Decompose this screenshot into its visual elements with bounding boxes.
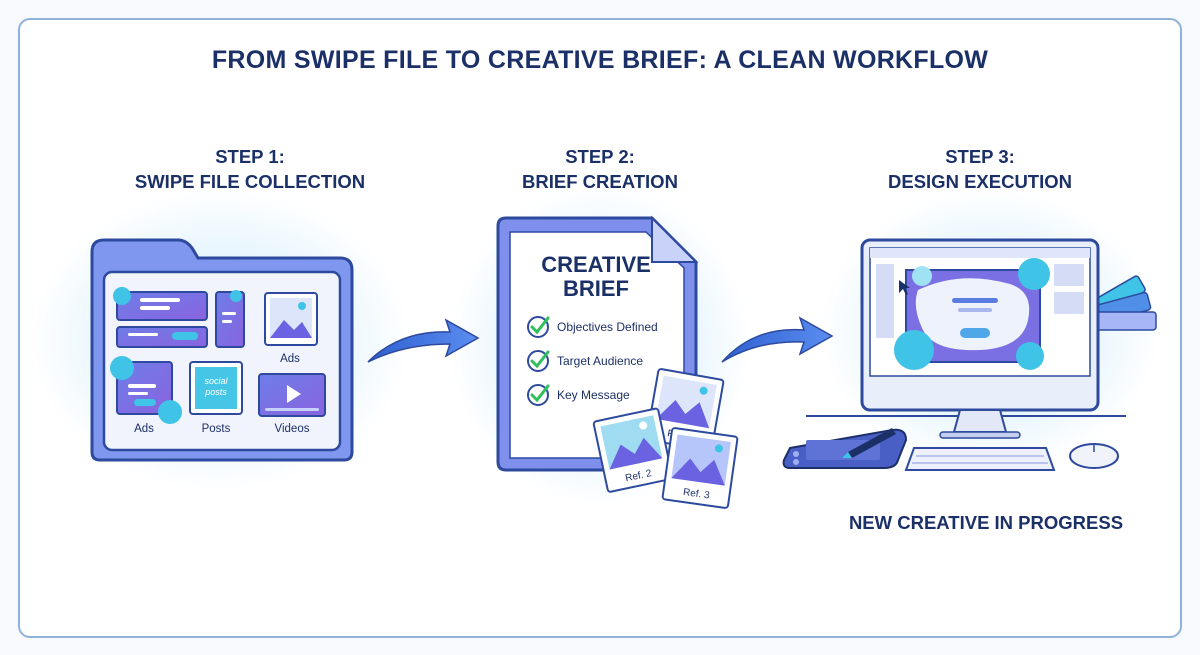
- play-icon: [287, 385, 301, 403]
- step-3-number: STEP 3:: [945, 146, 1015, 167]
- color-swatches-icon: [1089, 275, 1157, 331]
- checklist-label: Objectives Defined: [557, 320, 658, 334]
- arrow-step1-to-step2: [367, 318, 480, 363]
- step-3-name: DESIGN EXECUTION: [888, 171, 1072, 192]
- step-1-name: SWIPE FILE COLLECTION: [134, 171, 366, 192]
- design-status-label: NEW CREATIVE IN PROGRESS: [848, 512, 1124, 533]
- creative-brief-document: [496, 215, 699, 472]
- checklist-label: Key Message: [557, 388, 630, 402]
- posts-label: Posts: [202, 423, 231, 435]
- diagram-title: FROM SWIPE FILE TO CREATIVE BRIEF: A CLE…: [211, 46, 989, 74]
- social-posts-thumbnail: social posts: [189, 361, 243, 415]
- image-thumbnail-icon: [264, 292, 318, 346]
- reference-photo-2: Ref. 2: [592, 407, 674, 493]
- step-2-heading: STEP 2: BRIEF CREATION: [420, 144, 780, 194]
- checkmark-icon: [530, 384, 550, 403]
- ad-thumbnail-card: [110, 356, 182, 424]
- mouse: [1069, 443, 1119, 469]
- keyboard: [904, 447, 1056, 471]
- ads-label-top: Ads: [280, 353, 300, 365]
- step-1-heading: STEP 1: SWIPE FILE COLLECTION: [70, 144, 430, 194]
- step-3-heading: STEP 3: DESIGN EXECUTION: [800, 144, 1160, 194]
- checkmark-icon: [530, 316, 550, 335]
- step-1-number: STEP 1:: [215, 146, 285, 167]
- checklist-label: Target Audience: [557, 354, 643, 368]
- reference-photo-3: Ref. 3: [661, 427, 739, 509]
- checkmark-icon: [530, 350, 550, 369]
- stylus-pen-icon: [842, 428, 896, 458]
- brief-title-line1: CREATIVE: [541, 252, 651, 277]
- step-2-name: BRIEF CREATION: [522, 171, 678, 192]
- arrow-step2-to-step3: [721, 316, 834, 363]
- brief-title-line2: BRIEF: [563, 276, 629, 301]
- ad-thumbnail-banner: [113, 287, 208, 348]
- social-text: social: [204, 376, 228, 386]
- video-thumbnail: [258, 373, 326, 417]
- ad-thumbnail-narrow: [215, 290, 245, 348]
- checklist-item-audience: Target Audience: [527, 350, 643, 372]
- videos-label: Videos: [275, 423, 310, 435]
- ads-label-bottom: Ads: [134, 423, 154, 435]
- step-2-number: STEP 2:: [565, 146, 635, 167]
- design-artboard: [894, 258, 1050, 370]
- posts-text: posts: [204, 387, 227, 397]
- cursor-icon: [899, 280, 910, 295]
- checklist-item-message: Key Message: [527, 384, 630, 406]
- ref-label: Ref. 3: [682, 487, 710, 502]
- checklist-item-objectives: Objectives Defined: [527, 316, 658, 338]
